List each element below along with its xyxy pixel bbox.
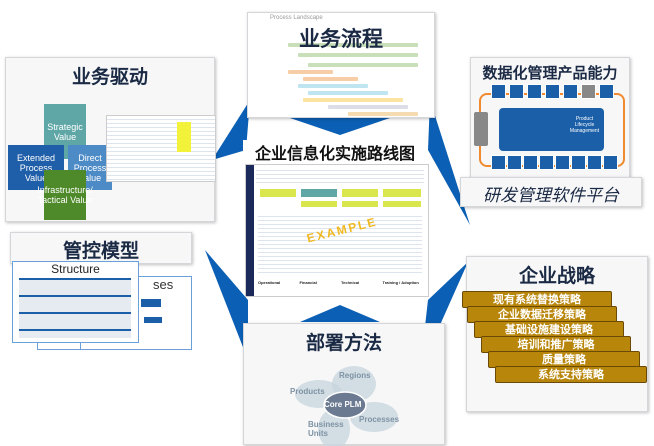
- petal-processes: Processes: [359, 415, 400, 424]
- product-capability-panel: 数据化管理产品能力 Product Lifecycle Management: [470, 57, 630, 184]
- roadmap-doc: EXAMPLE Operational Financial Technical …: [245, 164, 429, 297]
- arrow-right-top: [428, 100, 470, 225]
- process-landscape-title: Process Landscape: [270, 15, 323, 21]
- arrow-top: [290, 118, 390, 135]
- core-text: Core: [324, 400, 343, 409]
- platform-banner: 研发管理软件平台: [460, 177, 642, 207]
- roadmap-columns: Operational Financial Technical Training…: [258, 280, 424, 285]
- column-training: Training / Adoption: [382, 280, 419, 285]
- platform-banner-title: 研发管理软件平台: [483, 186, 619, 206]
- deployment-pinwheel: [295, 366, 398, 446]
- governance-model-title: 管控模型: [62, 240, 139, 262]
- server-icon: [474, 112, 488, 146]
- strategy-step: 企业数据迁移策略: [467, 306, 617, 323]
- business-drivers-title: 业务驱动: [71, 66, 148, 88]
- roadmap-title: 企业信息化实施路线图: [243, 140, 427, 164]
- product-capability-title: 数据化管理产品能力: [482, 64, 618, 82]
- business-process-title: 业务流程: [299, 26, 383, 51]
- petal-products: Products: [290, 387, 325, 396]
- business-drivers-panel: 业务驱动 Strategic Value Extended Process Va…: [5, 57, 216, 222]
- arrow-left-top: [212, 100, 250, 160]
- business-process-panel: Process Landscape 业务流程: [247, 12, 435, 118]
- infrastructure-value: Infrastructure/ Tactical Value: [37, 170, 93, 220]
- strategy-step: 系统支持策略: [495, 366, 647, 383]
- processes-doc-title: ses: [153, 277, 174, 292]
- column-financial: Financial: [299, 280, 317, 285]
- enterprise-strategy-title: 企业战略: [518, 265, 595, 287]
- petal-regions: Regions: [339, 371, 371, 380]
- arrow-bottom: [300, 305, 380, 322]
- column-technical: Technical: [341, 280, 360, 285]
- enterprise-strategy-panel: 企业战略 现有系统替换策略 企业数据迁移策略 基础设施建设策略 培训和推广策略 …: [462, 256, 648, 412]
- arrow-left-bottom: [205, 250, 248, 360]
- driver-matrix-doc: [106, 115, 216, 182]
- petal-business-units: Business Units: [308, 420, 344, 438]
- plm-label: Product Lifecycle Management: [569, 116, 600, 134]
- deployment-panel: 部署方法 Regions Products Processes Business…: [243, 323, 445, 446]
- deployment-title: 部署方法: [305, 332, 382, 354]
- core-label: Core PLM: [324, 400, 361, 409]
- column-operational: Operational: [258, 280, 281, 285]
- structure-doc: Structure: [12, 261, 139, 343]
- plm-core-block: Product Lifecycle Management: [499, 108, 604, 151]
- plm-text: PLM: [344, 400, 362, 409]
- governance-model-header: 管控模型: [10, 232, 192, 264]
- structure-doc-title: Structure: [51, 262, 100, 276]
